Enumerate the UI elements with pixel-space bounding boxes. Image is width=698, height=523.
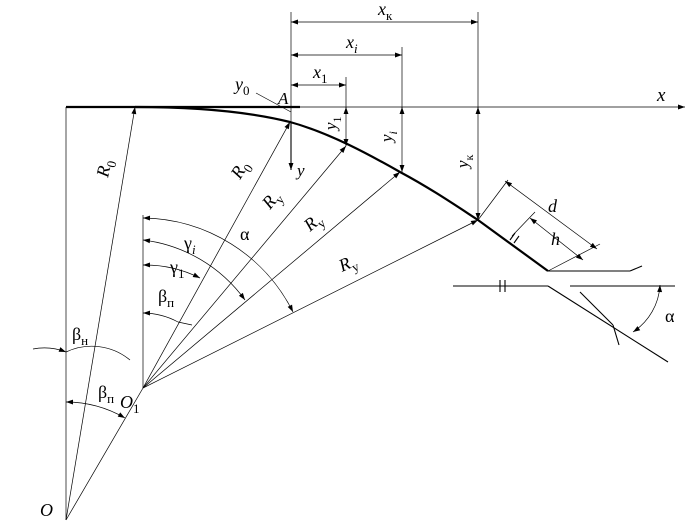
beta-p-upper-label: βп: [158, 286, 174, 310]
point-o1-label: O1: [120, 392, 140, 416]
r0-left-label: R0: [92, 158, 119, 181]
x-i-label: xi: [345, 32, 358, 56]
alpha-main-label: α: [240, 224, 250, 244]
transition-curve: [134, 105, 549, 272]
point-a-label: A: [277, 89, 289, 108]
beta-n-label: βн: [72, 324, 88, 348]
y-1-label: y1: [321, 116, 344, 132]
gamma-i-label: γi: [183, 233, 196, 257]
angle-arcs: [32, 215, 663, 419]
radius-lines: [65, 106, 479, 521]
x-k-label: xк: [377, 0, 393, 23]
beta-p-lower-label: βп: [98, 382, 114, 406]
x-axis-label: x: [656, 85, 666, 106]
gamma-1-label: γ1: [169, 257, 184, 281]
y-i-label: yi: [377, 131, 400, 144]
turnout-switch: [453, 232, 675, 363]
y-0-label: y0: [233, 74, 250, 98]
y-k-label: yк: [453, 154, 476, 170]
alpha-switch-label: α: [665, 306, 675, 326]
y-axis-label: y: [295, 161, 305, 180]
y-dimensions: [255, 92, 481, 220]
r0-mid-label: R0: [226, 157, 256, 185]
ry-3-label: Rу: [335, 250, 362, 280]
x-dimensions: [290, 12, 479, 130]
h-label: h: [551, 229, 560, 249]
ry-1-label: Rу: [257, 186, 288, 216]
x-1-label: x1: [312, 62, 328, 86]
d-label: d: [548, 196, 558, 216]
point-o-label: O: [40, 500, 53, 520]
ry-2-label: Rу: [299, 208, 329, 239]
switch-dimensions: [477, 179, 601, 272]
